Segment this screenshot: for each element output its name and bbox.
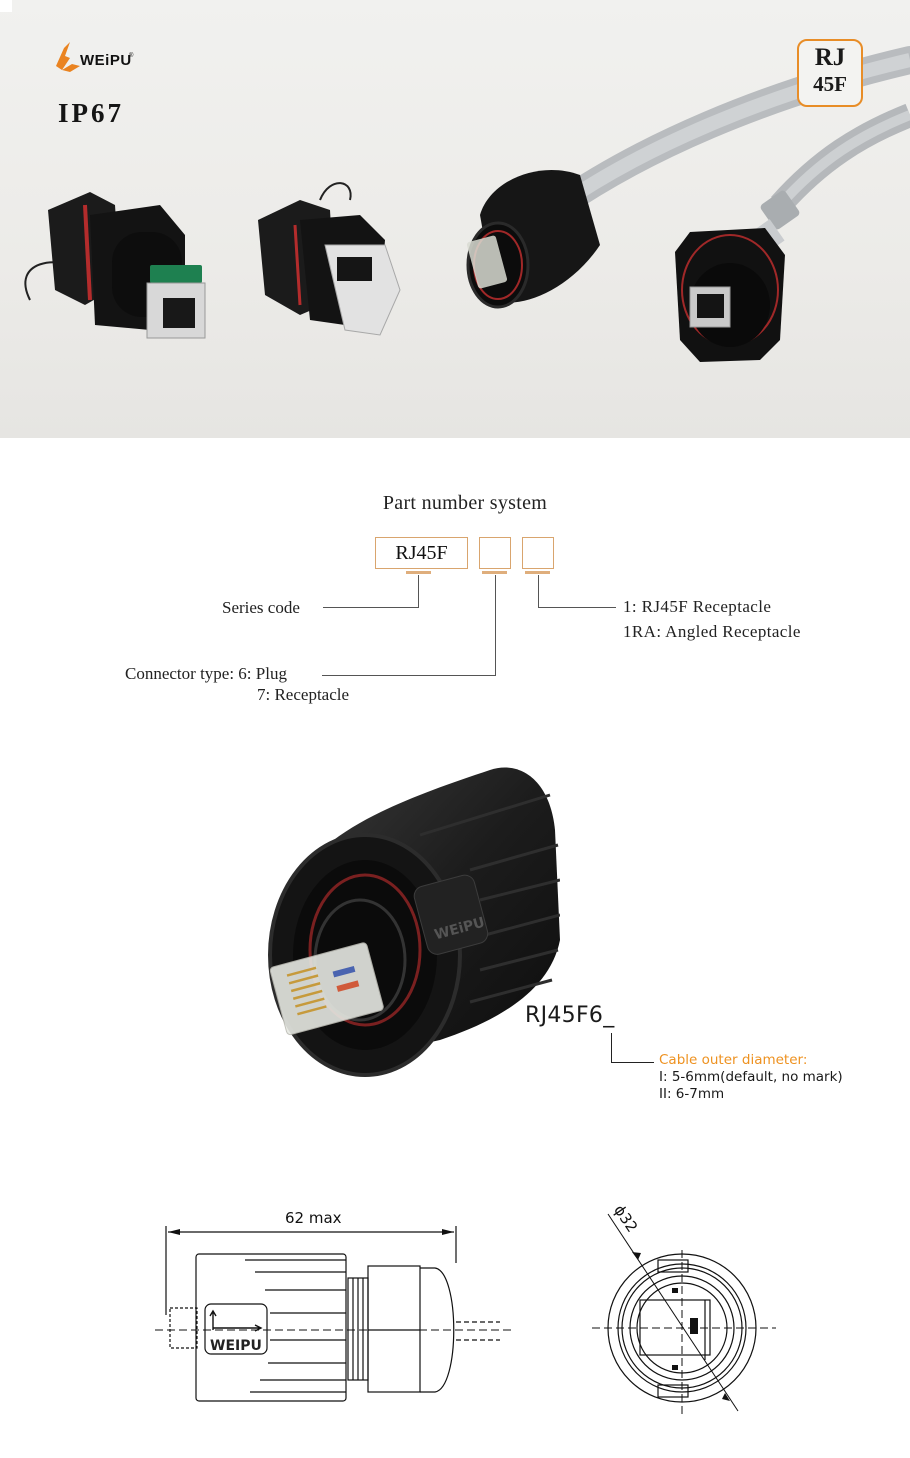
svg-text:ϕ32: ϕ32 xyxy=(610,1202,641,1236)
receptacle-leader-horizontal xyxy=(538,607,616,609)
series-code-underline xyxy=(406,571,431,574)
series-code-label: Series code xyxy=(222,598,300,617)
series-leader-horizontal xyxy=(323,607,419,609)
product-2 xyxy=(258,182,401,336)
hero-illustration xyxy=(24,46,910,362)
connector-type-label: Connector type: 6: Plug xyxy=(125,664,287,683)
receptacle-type-underline xyxy=(525,571,550,574)
series-badge: RJ 45F xyxy=(797,39,863,107)
receptacle-option-1: 1: RJ45F Receptacle xyxy=(623,597,772,616)
series-badge-line2: 45F xyxy=(813,72,847,96)
registered-mark: ® xyxy=(129,53,134,59)
receptacle-leader-vertical xyxy=(538,575,540,608)
brand-name: WEiPU xyxy=(80,52,132,69)
cable-diameter-title: Cable outer diameter: xyxy=(659,1052,808,1068)
weipu-logo-icon xyxy=(56,42,80,72)
connector-type-box xyxy=(479,537,511,569)
front-view-drawing: ϕ32 xyxy=(592,1202,776,1418)
product-3 xyxy=(466,169,600,309)
model-leader-horizontal xyxy=(611,1062,654,1064)
series-badge-line1: RJ xyxy=(814,44,846,71)
product-4 xyxy=(675,228,785,362)
receptacle-option-2: 1RA: Angled Receptacle xyxy=(623,622,801,641)
cable-option-2: II: 6-7mm xyxy=(659,1086,725,1102)
series-code-box: RJ45F xyxy=(375,537,468,569)
model-leader-vertical xyxy=(611,1033,613,1062)
model-number: RJ45F6_ xyxy=(525,1003,615,1028)
side-view-drawing: WEIPU xyxy=(155,1226,515,1402)
svg-text:WEIPU: WEIPU xyxy=(210,1338,262,1354)
series-leader-vertical xyxy=(418,575,420,608)
product-1 xyxy=(24,192,206,339)
connector-type-underline xyxy=(482,571,507,574)
length-dimension-label: 62 max xyxy=(285,1209,342,1227)
receptacle-type-box xyxy=(522,537,554,569)
hero-banner: WEiPU ® IP67 RJ 45F xyxy=(0,0,910,438)
connector-leader-horizontal xyxy=(322,675,496,677)
protection-rating: IP67 xyxy=(58,98,124,128)
corner-mark xyxy=(0,0,12,12)
connector-type-option-2: 7: Receptacle xyxy=(257,685,350,704)
connector-leader-vertical xyxy=(495,575,497,676)
cable-option-1: I: 5-6mm(default, no mark) xyxy=(659,1069,843,1085)
plug-product-image: WEiPU xyxy=(268,767,560,1077)
part-number-title: Part number system xyxy=(382,492,548,514)
